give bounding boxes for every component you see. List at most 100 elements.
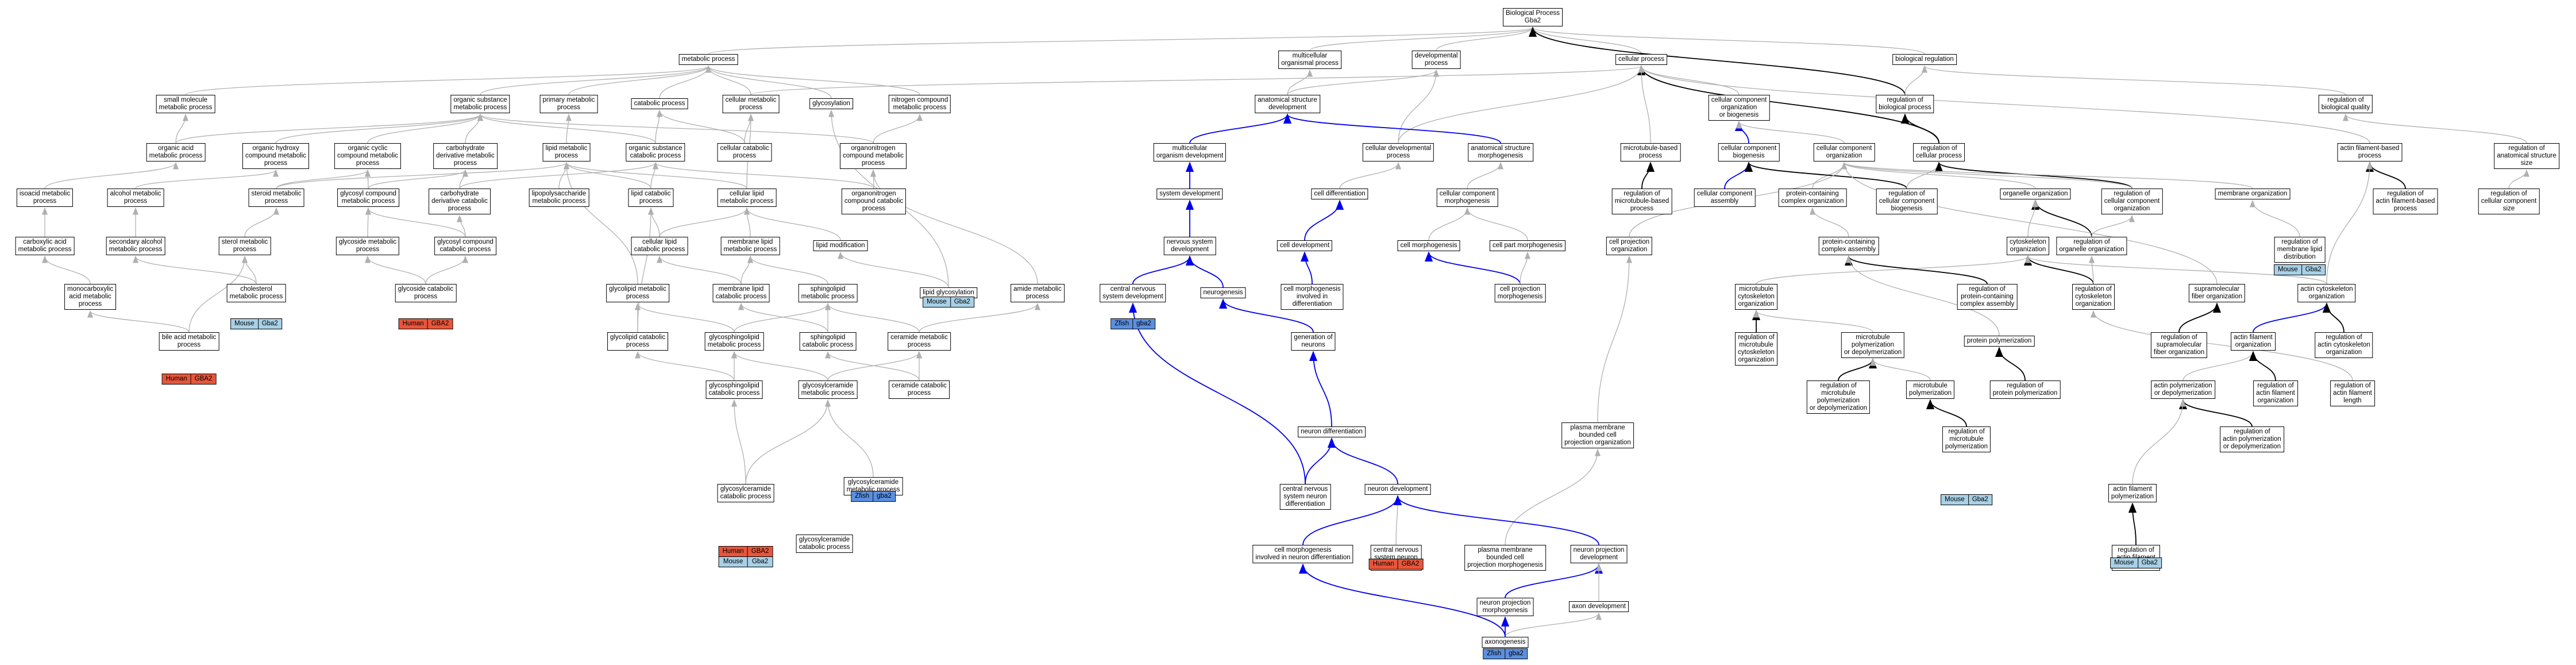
go-term-node[interactable]: regulation of actin filament organizatio… bbox=[2253, 380, 2298, 406]
go-term-node[interactable]: lipid modification bbox=[813, 240, 868, 251]
go-term-node[interactable]: lipid metabolic process bbox=[542, 143, 591, 162]
go-term-node[interactable]: glycoside metabolic process bbox=[336, 237, 400, 255]
go-term-node[interactable]: lipopolysaccharide metabolic process bbox=[529, 189, 589, 207]
go-term-node[interactable]: cellular catabolic process bbox=[717, 143, 772, 162]
go-term-node[interactable]: glycolipid catabolic process bbox=[607, 332, 668, 351]
go-term-node[interactable]: organic substance metabolic process bbox=[450, 95, 510, 113]
go-term-node[interactable]: protein polymerization bbox=[1964, 336, 2035, 347]
go-term-node[interactable]: bile acid metabolic process bbox=[159, 332, 219, 351]
go-term-node[interactable]: anatomical structure development bbox=[1255, 95, 1320, 113]
go-term-node[interactable]: ceramide catabolic process bbox=[889, 380, 950, 399]
go-term-node[interactable]: glycosylceramide metabolic process bbox=[798, 380, 858, 399]
go-term-node[interactable]: regulation of cellular component biogene… bbox=[1876, 189, 1938, 214]
go-term-node[interactable]: cell differentiation bbox=[1311, 189, 1368, 199]
go-term-node[interactable]: cellular component organization bbox=[1813, 143, 1875, 162]
go-term-node[interactable]: central nervous system development bbox=[1100, 284, 1166, 302]
go-term-node[interactable]: cell projection morphogenesis bbox=[1494, 284, 1546, 302]
go-term-node[interactable]: actin filament organization bbox=[2231, 332, 2276, 351]
go-term-node[interactable]: regulation of membrane lipid distributio… bbox=[2274, 237, 2326, 263]
go-term-node[interactable]: regulation of microtubule cytoskeleton o… bbox=[1735, 332, 1777, 366]
go-term-node[interactable]: alcohol metabolic process bbox=[107, 189, 164, 207]
go-term-node[interactable]: cellular lipid catabolic process bbox=[631, 237, 688, 255]
go-term-node[interactable]: secondary alcohol metabolic process bbox=[106, 237, 165, 255]
go-term-node[interactable]: amide metabolic process bbox=[1011, 284, 1065, 302]
go-term-node[interactable]: axon development bbox=[1569, 601, 1629, 612]
go-term-node[interactable]: organic hydroxy compound metabolic proce… bbox=[242, 143, 310, 169]
go-term-node[interactable]: developmental process bbox=[1412, 51, 1461, 69]
go-term-node[interactable]: regulation of cellular process bbox=[1913, 143, 1965, 162]
go-term-node[interactable]: regulation of actin polymerization or de… bbox=[2220, 426, 2284, 452]
go-term-node[interactable]: actin filament polymerization bbox=[2108, 484, 2157, 502]
go-term-node[interactable]: organonitrogen compound metabolic proces… bbox=[839, 143, 907, 169]
go-term-node[interactable]: isoacid metabolic process bbox=[16, 189, 74, 207]
go-term-node[interactable]: regulation of organelle organization bbox=[2056, 237, 2127, 255]
go-term-node[interactable]: glycosphingolipid metabolic process bbox=[704, 332, 764, 351]
go-term-node[interactable]: plasma membrane bounded cell projection … bbox=[1464, 545, 1546, 571]
go-term-node[interactable]: cell development bbox=[1277, 240, 1333, 251]
go-term-node[interactable]: actin filament-based process bbox=[2337, 143, 2403, 162]
go-term-node[interactable]: cellular metabolic process bbox=[722, 95, 780, 113]
go-term-node[interactable]: organic substance catabolic process bbox=[626, 143, 685, 162]
go-term-node[interactable]: microtubule polymerization bbox=[1906, 380, 1955, 399]
go-term-node[interactable]: Biological Process Gba2 bbox=[1503, 8, 1563, 26]
go-term-node[interactable]: organic acid metabolic process bbox=[146, 143, 206, 162]
go-term-node[interactable]: organelle organization bbox=[2000, 189, 2071, 199]
go-term-node[interactable]: regulation of actin filament-based proce… bbox=[2373, 189, 2438, 214]
go-term-node[interactable]: membrane lipid catabolic process bbox=[712, 284, 770, 302]
go-term-node[interactable]: cell morphogenesis bbox=[1397, 240, 1460, 251]
go-term-node[interactable]: glycosyl compound metabolic process bbox=[337, 189, 399, 207]
go-term-node[interactable]: cellular component assembly bbox=[1694, 189, 1756, 207]
go-term-node[interactable]: cholesterol metabolic process bbox=[226, 284, 286, 302]
go-term-node[interactable]: small molecule metabolic process bbox=[156, 95, 215, 113]
go-term-node[interactable]: neurogenesis bbox=[1200, 287, 1246, 298]
go-term-node[interactable]: sphingolipid catabolic process bbox=[799, 332, 857, 351]
go-term-node[interactable]: system development bbox=[1156, 189, 1223, 199]
go-term-node[interactable]: microtubule-based process bbox=[1620, 143, 1681, 162]
go-term-node[interactable]: glycosylceramide catabolic process bbox=[796, 535, 853, 553]
go-term-node[interactable]: cellular lipid metabolic process bbox=[717, 189, 777, 207]
go-term-node[interactable]: organic cyclic compound metabolic proces… bbox=[334, 143, 402, 169]
go-term-node[interactable]: cellular developmental process bbox=[1362, 143, 1434, 162]
go-term-node[interactable]: metabolic process bbox=[678, 54, 738, 65]
go-term-node[interactable]: nitrogen compound metabolic process bbox=[888, 95, 951, 113]
go-term-node[interactable]: regulation of actin filament length bbox=[2330, 380, 2375, 406]
go-term-node[interactable]: regulation of microtubule polymerization… bbox=[1806, 380, 1871, 414]
go-term-node[interactable]: protein-containing complex organization bbox=[1778, 189, 1847, 207]
go-term-node[interactable]: regulation of supramolecular fiber organ… bbox=[2150, 332, 2208, 358]
go-term-node[interactable]: cellular component organization or bioge… bbox=[1708, 95, 1770, 121]
go-term-node[interactable]: central nervous system neuron differenti… bbox=[1279, 484, 1331, 510]
go-term-node[interactable]: carbohydrate derivative metabolic proces… bbox=[433, 143, 498, 169]
go-term-node[interactable]: sphingolipid metabolic process bbox=[798, 284, 858, 302]
go-term-node[interactable]: glycoside catabolic process bbox=[395, 284, 457, 302]
go-term-node[interactable]: catabolic process bbox=[631, 98, 688, 109]
go-term-node[interactable]: lipid glycosylation bbox=[920, 287, 977, 298]
go-term-node[interactable]: microtubule cytoskeleton organization bbox=[1735, 284, 1777, 310]
go-term-node[interactable]: steroid metabolic process bbox=[248, 189, 304, 207]
go-term-node[interactable]: neuron differentiation bbox=[1298, 426, 1366, 437]
go-term-node[interactable]: axonogenesis bbox=[1482, 637, 1529, 648]
go-term-node[interactable]: cell part morphogenesis bbox=[1489, 240, 1566, 251]
go-term-node[interactable]: neuron projection morphogenesis bbox=[1476, 598, 1534, 616]
go-term-node[interactable]: regulation of actin cytoskeleton organiz… bbox=[2315, 332, 2373, 358]
go-term-node[interactable]: multicellular organismal process bbox=[1278, 51, 1341, 69]
go-term-node[interactable]: plasma membrane bounded cell projection … bbox=[1561, 422, 1634, 448]
go-term-node[interactable]: regulation of cellular component organiz… bbox=[2101, 189, 2163, 214]
go-term-node[interactable]: regulation of anatomical structure size bbox=[2494, 143, 2559, 169]
go-term-node[interactable]: carboxylic acid metabolic process bbox=[15, 237, 75, 255]
go-term-node[interactable]: lipid catabolic process bbox=[628, 189, 674, 207]
go-term-node[interactable]: carbohydrate derivative catabolic proces… bbox=[429, 189, 491, 214]
go-term-node[interactable]: membrane lipid metabolic process bbox=[720, 237, 780, 255]
go-term-node[interactable]: cell projection organization bbox=[1606, 237, 1653, 255]
go-term-node[interactable]: regulation of biological process bbox=[1876, 95, 1934, 113]
go-term-node[interactable]: regulation of protein-containing complex… bbox=[1957, 284, 2018, 310]
go-term-node[interactable]: supramolecular fiber organization bbox=[2188, 284, 2246, 302]
go-term-node[interactable]: cellular process bbox=[1615, 54, 1667, 65]
go-term-node[interactable]: primary metabolic process bbox=[539, 95, 598, 113]
go-term-node[interactable]: biological regulation bbox=[1892, 54, 1957, 65]
go-term-node[interactable]: actin polymerization or depolymerization bbox=[2151, 380, 2215, 399]
go-term-node[interactable]: membrane organization bbox=[2215, 189, 2290, 199]
go-term-node[interactable]: protein-containing complex assembly bbox=[1818, 237, 1879, 255]
go-term-node[interactable]: ceramide metabolic process bbox=[888, 332, 951, 351]
go-term-node[interactable]: neuron projection development bbox=[1570, 545, 1628, 563]
go-term-node[interactable]: cellular component biogenesis bbox=[1718, 143, 1780, 162]
